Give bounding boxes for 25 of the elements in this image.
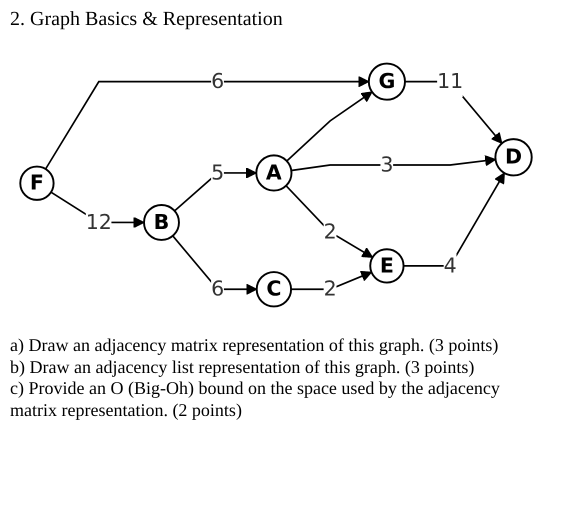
arrow (291, 155, 496, 172)
edge-label: 6 (211, 68, 224, 94)
edge-label: 3 (380, 152, 394, 177)
arrow (404, 172, 505, 267)
node-circle: D (494, 138, 533, 176)
arrow (285, 185, 374, 258)
arrow (286, 91, 373, 162)
edge-label: 2 (324, 219, 337, 244)
node-circle: G (368, 62, 406, 101)
node-circle: E (369, 248, 405, 284)
node-circle: C (256, 271, 292, 308)
node-circle: B (143, 204, 180, 241)
edge-label: 6 (211, 276, 224, 301)
title: 2. Graph Basics & Representation (10, 8, 284, 31)
edge-label: 4 (444, 253, 457, 278)
edge-label: 12 (86, 210, 112, 234)
node-circle: A (255, 154, 292, 192)
edge-label: 2 (324, 276, 337, 301)
edge-label: 5 (211, 160, 224, 185)
node-circle: F (19, 166, 55, 201)
question-text: a) Draw an adjacency matrix representation of this graph. (3 points) (10, 335, 500, 357)
edge-label: 11 (437, 68, 464, 94)
arrow (44, 76, 370, 170)
question-text: c) Provide an O (Big-Oh) bound on the space used by the adjacency matrix representation. (2 points) (10, 378, 501, 422)
question-text: b) Draw an adjacency list representation of this graph. (3 points) (10, 356, 476, 378)
